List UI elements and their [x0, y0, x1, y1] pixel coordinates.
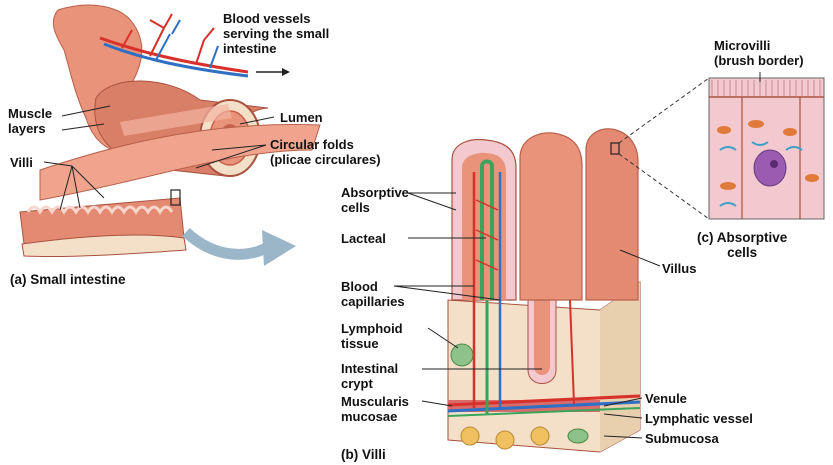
label-submucosa: Submucosa: [645, 431, 719, 446]
label-villi: Villi: [10, 155, 33, 170]
label-blood-capillaries: Blood capillaries: [341, 279, 405, 309]
caption-villi: (b) Villi: [341, 447, 386, 462]
label-villus: Villus: [662, 261, 696, 276]
villi-block-illustration: [448, 129, 640, 452]
label-blood-vessels: Blood vessels serving the small intestin…: [223, 11, 329, 56]
label-lymphatic-vessel: Lymphatic vessel: [645, 411, 753, 426]
absorptive-cells-illustration: [619, 72, 824, 219]
label-venule: Venule: [645, 391, 687, 406]
label-muscularis-mucosae: Muscularis mucosae: [341, 394, 409, 424]
label-circular-folds: Circular folds (plicae circulares): [270, 137, 381, 167]
label-microvilli: Microvilli (brush border): [714, 38, 804, 68]
caption-absorptive-cells: (c) Absorptive cells: [697, 230, 787, 260]
label-absorptive-cells: Absorptive cells: [341, 185, 409, 215]
label-muscle-layers: Muscle layers: [8, 106, 52, 136]
label-lacteal: Lacteal: [341, 231, 386, 246]
label-intestinal-crypt: Intestinal crypt: [341, 361, 398, 391]
label-lumen: Lumen: [280, 110, 323, 125]
caption-small-intestine: (a) Small intestine: [10, 272, 126, 287]
label-lymphoid-tissue: Lymphoid tissue: [341, 321, 403, 351]
